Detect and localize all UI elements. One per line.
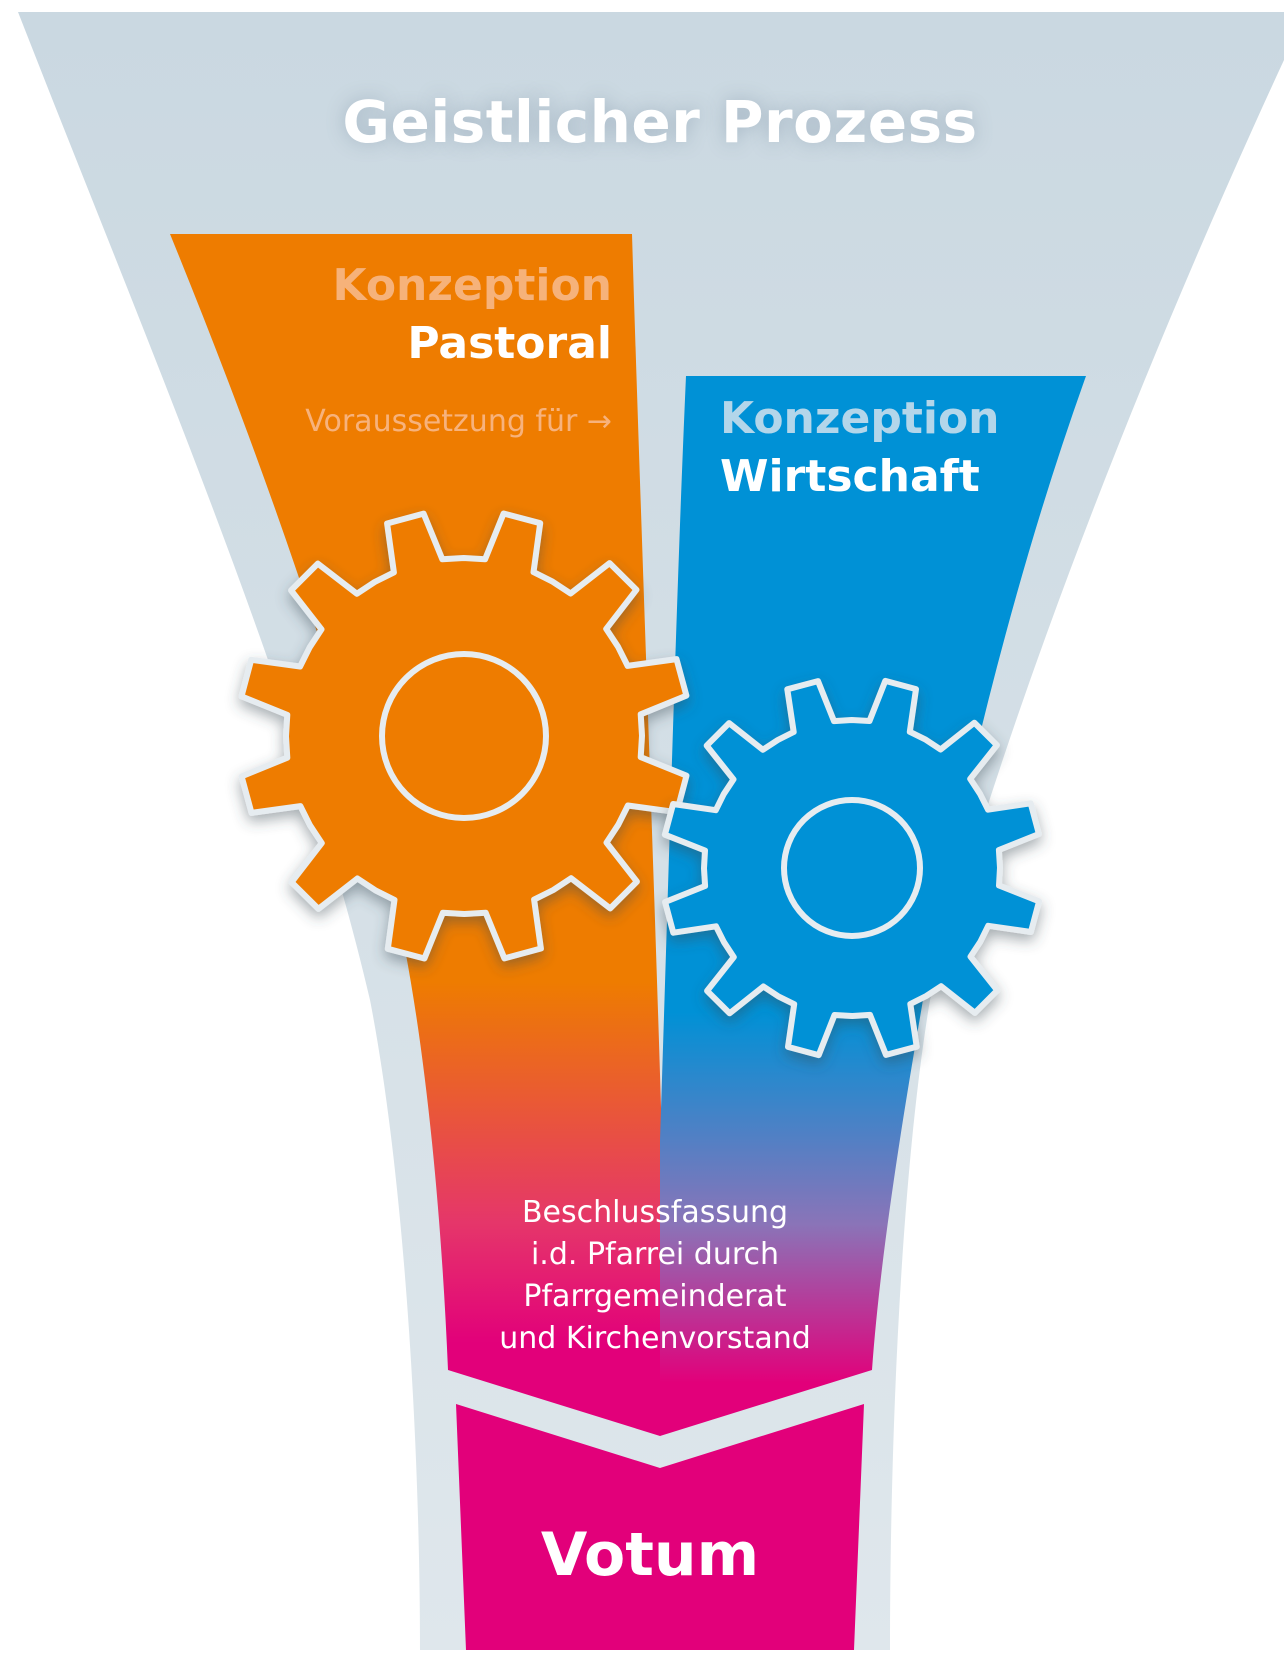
resolution-text: Beschlussfassung i.d. Pfarrei durch Pfar… (480, 1192, 830, 1360)
pastoral-label-line1: Konzeption (332, 260, 613, 311)
wirtschaft-label-line1: Konzeption (720, 393, 1000, 444)
prerequisite-note: Voraussetzung für → (305, 404, 612, 439)
resolution-line-2: i.d. Pfarrei durch (530, 1237, 780, 1272)
blue-gear-icon (661, 677, 1043, 1059)
resolution-line-3: Pfarrgemeinderat (523, 1279, 787, 1314)
wirtschaft-label-line2: Wirtschaft (720, 451, 980, 502)
votum-block (456, 1404, 864, 1650)
votum-label: Votum (540, 1520, 760, 1590)
resolution-line-4: und Kirchenvorstand (499, 1321, 811, 1356)
pastoral-label-line2: Pastoral (407, 318, 612, 369)
resolution-line-1: Beschlussfassung (521, 1195, 789, 1230)
page-title: Geistlicher Prozess (342, 88, 978, 156)
orange-gear-icon (238, 510, 690, 962)
